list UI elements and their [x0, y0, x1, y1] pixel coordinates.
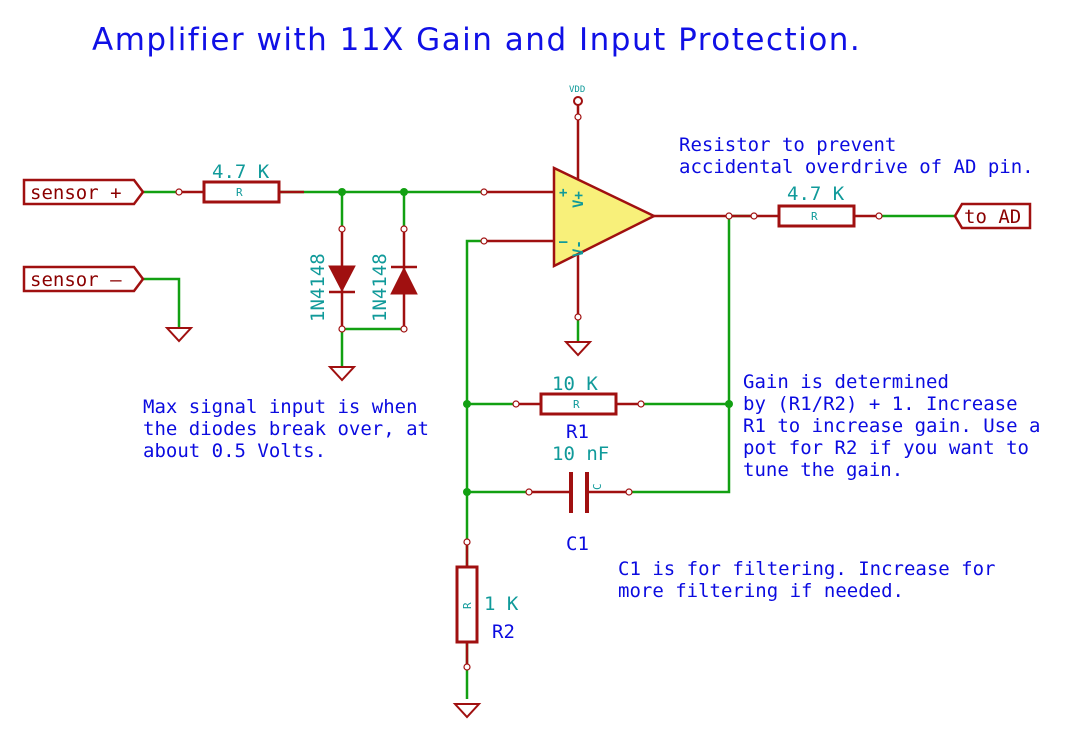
wire-c1-right: [629, 216, 731, 494]
opamp-vplus-label: V+: [571, 191, 587, 208]
svg-text:sensor +: sensor +: [30, 182, 122, 204]
schematic-title: Amplifier with 11X Gain and Input Protec…: [92, 22, 861, 58]
capacitor-symbol: C: [591, 483, 604, 490]
junction-dot: [725, 400, 733, 408]
svg-text:accidental overdrive of AD pin: accidental overdrive of AD pin.: [679, 156, 1034, 178]
ground-icon: [452, 703, 482, 719]
resistor-symbol: R: [236, 186, 243, 199]
diode-d1[interactable]: 1N4148: [307, 225, 356, 333]
capacitor-c1[interactable]: C 10 nF C1: [525, 443, 633, 555]
opamp-plus-label: +: [559, 185, 567, 201]
svg-text:by (R1/R2) + 1. Increase: by (R1/R2) + 1. Increase: [743, 393, 1018, 415]
ground-icon: [563, 341, 593, 357]
capacitor-ref: C1: [566, 533, 589, 555]
resistor-symbol: R: [573, 398, 580, 411]
resistor-value: 4.7 K: [787, 183, 845, 205]
diode-value: 1N4148: [369, 253, 391, 322]
label-sensor-plus[interactable]: sensor +: [22, 178, 145, 206]
junction-dot: [400, 188, 408, 196]
diode-d2[interactable]: 1N4148: [369, 225, 418, 333]
resistor-r2[interactable]: R 1 K R2: [455, 538, 519, 671]
junction-dot: [338, 188, 346, 196]
resistor-value: 10 K: [552, 373, 598, 395]
svg-text:more filtering if needed.: more filtering if needed.: [618, 580, 904, 602]
note-diodes: Max signal input is when the diodes brea…: [143, 396, 429, 462]
resistor-ref: R2: [492, 621, 515, 643]
opamp-minus-label: –: [559, 234, 568, 250]
svg-text:R1 to increase gain. Use a: R1 to increase gain. Use a: [743, 415, 1040, 437]
svg-text:sensor –: sensor –: [30, 269, 122, 291]
vdd-power: VDD: [569, 85, 585, 106]
resistor-symbol: R: [461, 602, 474, 609]
svg-text:about 0.5 Volts.: about 0.5 Volts.: [143, 440, 326, 462]
resistor-value: 4.7 K: [212, 161, 270, 183]
note-output-resistor: Resistor to prevent accidental overdrive…: [679, 134, 1034, 178]
resistor-ref: R1: [566, 421, 589, 443]
note-filter: C1 is for filtering. Increase for more f…: [618, 558, 996, 602]
svg-text:pot for R2 if you want to: pot for R2 if you want to: [743, 437, 1029, 459]
svg-text:C1 is for filtering. Increase: C1 is for filtering. Increase for: [618, 558, 996, 580]
wire-sensor-minus: [143, 277, 181, 327]
svg-text:Gain is determined: Gain is determined: [743, 371, 949, 393]
opamp-vminus-label: V-: [571, 240, 587, 257]
svg-text:to AD: to AD: [964, 206, 1021, 228]
label-sensor-minus[interactable]: sensor –: [22, 265, 145, 293]
junction-dot: [463, 488, 471, 496]
resistor-output[interactable]: R 4.7 K: [750, 183, 883, 228]
svg-text:Resistor to prevent: Resistor to prevent: [679, 134, 896, 156]
svg-text:Max signal input is when: Max signal input is when: [143, 396, 418, 418]
resistor-symbol: R: [811, 210, 818, 223]
capacitor-value: 10 nF: [552, 443, 609, 465]
resistor-r1[interactable]: R 10 K R1: [512, 373, 645, 443]
opamp[interactable]: + – V+ V-: [480, 105, 754, 321]
svg-text:the diodes break over, at: the diodes break over, at: [143, 418, 429, 440]
junction-dot: [463, 400, 471, 408]
resistor-input[interactable]: R 4.7 K: [175, 161, 304, 204]
label-to-ad[interactable]: to AD: [953, 202, 1032, 230]
resistor-value: 1 K: [484, 593, 519, 615]
ground-icon: [164, 327, 194, 343]
note-gain: Gain is determined by (R1/R2) + 1. Incre…: [743, 371, 1040, 481]
svg-text:tune the gain.: tune the gain.: [743, 459, 903, 481]
ground-icon: [327, 366, 357, 382]
diode-value: 1N4148: [307, 253, 329, 322]
vdd-label: VDD: [569, 85, 585, 95]
